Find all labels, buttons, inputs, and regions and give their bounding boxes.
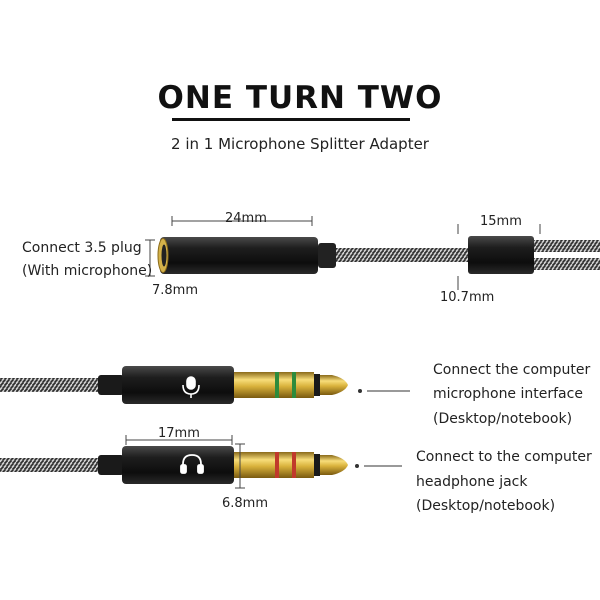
headphone-label-line2: headphone jack (416, 474, 528, 490)
mic-pointer (358, 389, 410, 393)
split-length-label-15mm: 15mm (480, 214, 522, 229)
splitter-housing (468, 236, 534, 274)
top-adapter-cable (330, 240, 600, 270)
headphone-plug (0, 446, 348, 484)
microphone-icon (182, 376, 200, 398)
page-subtitle: 2 in 1 Microphone Splitter Adapter (171, 135, 429, 153)
female-socket (157, 237, 336, 274)
headphone-label-line3: (Desktop/notebook) (416, 498, 556, 514)
diameter-label-7-8mm: 7.8mm (152, 283, 199, 298)
split-diameter-label-10-7mm: 10.7mm (440, 290, 495, 305)
page-title: ONE TURN TWO (157, 80, 443, 116)
length-label-24mm: 24mm (225, 211, 267, 226)
dimension-6-8mm (235, 443, 245, 489)
mic-plug (0, 366, 348, 404)
dimension-7-8mm (145, 239, 155, 277)
connect-plug-label-line2: (With microphone) (22, 263, 153, 279)
mic-label-line3: (Desktop/notebook) (433, 411, 573, 427)
connect-plug-label-line1: Connect 3.5 plug (22, 240, 142, 256)
headphone-label-line1: Connect to the computer (416, 449, 592, 465)
mic-label-line1: Connect the computer (433, 362, 591, 378)
dimension-15mm (457, 224, 541, 234)
title-underline (172, 118, 410, 121)
diameter-label-6-8mm: 6.8mm (222, 496, 269, 511)
headphone-pointer (355, 464, 402, 468)
length-label-17mm: 17mm (158, 426, 200, 441)
headphone-icon (180, 454, 204, 474)
dimension-24mm (171, 216, 313, 226)
mic-label-line2: microphone interface (433, 386, 583, 402)
dimension-17mm (125, 435, 233, 445)
